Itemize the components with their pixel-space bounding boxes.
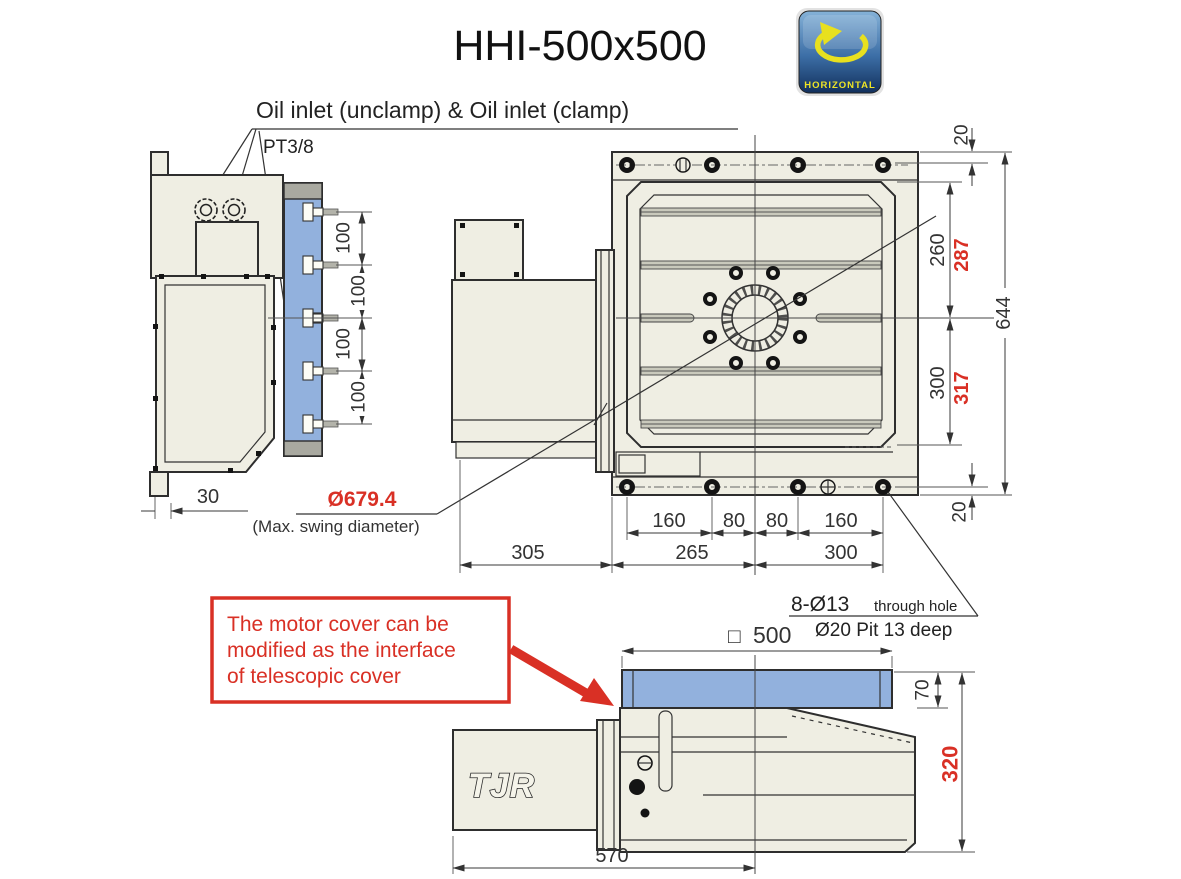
horizontal-badge: HORIZONTAL bbox=[796, 8, 884, 96]
dimension-label: 305 bbox=[511, 542, 544, 564]
dimension-label: 300 bbox=[927, 366, 949, 399]
plan-bottom-dims: 160 80 80 160 305 265 300 bbox=[459, 460, 884, 573]
dimension-label: 80 bbox=[766, 510, 788, 532]
note-box: The motor cover can be modified as the i… bbox=[210, 596, 614, 706]
dimension-label: 500 bbox=[753, 622, 791, 648]
swing-diameter-value: Ø679.4 bbox=[328, 488, 397, 511]
dimension-label: 100 bbox=[334, 328, 355, 360]
note-line: modified as the interface bbox=[227, 639, 456, 662]
slot-pitch-dims: 100 100 100 100 bbox=[334, 211, 372, 425]
dimension-label: 20 bbox=[950, 501, 971, 522]
dimension-label: 100 bbox=[334, 222, 355, 254]
badge-label: HORIZONTAL bbox=[804, 80, 876, 91]
oil-inlet-fittings bbox=[194, 198, 246, 222]
square-symbol: □ bbox=[728, 625, 741, 648]
base-offset-dim: 30 bbox=[141, 486, 248, 519]
plan-view bbox=[436, 135, 1012, 575]
note-line: of telescopic cover bbox=[227, 665, 401, 688]
base-mounting-holes bbox=[616, 157, 908, 495]
front-view: TJR 570 70 320 bbox=[452, 655, 975, 874]
brand-logo: TJR bbox=[468, 767, 535, 805]
dimension-label: 20 bbox=[952, 124, 973, 145]
dimension-label: 265 bbox=[675, 542, 708, 564]
table-plate-side bbox=[268, 182, 345, 457]
oil-inlet-label: Oil inlet (unclamp) & Oil inlet (clamp) bbox=[256, 97, 629, 123]
plan-right-dims: 20 20 260 287 300 317 644 bbox=[895, 124, 1015, 523]
front-width-dim: 570 bbox=[452, 836, 756, 874]
dimension-label: 70 bbox=[913, 679, 934, 700]
oil-inlet-callout: Oil inlet (unclamp) & Oil inlet (clamp) … bbox=[206, 97, 738, 304]
dimension-label: 320 bbox=[938, 746, 963, 783]
dimension-label: 287 bbox=[951, 238, 973, 271]
swing-diameter-callout: Ø679.4 (Max. swing diameter) bbox=[252, 488, 437, 536]
dimension-label: 30 bbox=[197, 486, 219, 508]
mounting-holes-callout: 8-Ø13 through hole Ø20 Pit 13 deep bbox=[789, 491, 979, 641]
dimension-label: 100 bbox=[349, 275, 370, 307]
dimension-label: 644 bbox=[993, 296, 1015, 329]
page-title: HHI-500x500 bbox=[453, 22, 706, 70]
dimension-label: 570 bbox=[595, 845, 628, 867]
note-arrow-icon bbox=[508, 645, 614, 706]
table-width-dim: □ 500 bbox=[621, 622, 893, 668]
swing-diameter-line bbox=[436, 215, 937, 515]
dimension-label: 300 bbox=[824, 542, 857, 564]
note-line: The motor cover can be bbox=[227, 613, 449, 636]
side-bolts bbox=[153, 274, 276, 473]
holes-callout-main: 8-Ø13 bbox=[791, 593, 849, 616]
table-t-slots bbox=[640, 207, 882, 429]
rotation-arrow-icon bbox=[814, 22, 869, 63]
dimension-label: 100 bbox=[349, 381, 370, 413]
dimension-label: 160 bbox=[824, 510, 857, 532]
front-height-dim: 320 bbox=[907, 672, 975, 853]
dimension-label: 260 bbox=[927, 233, 949, 266]
holes-callout-suffix: through hole bbox=[874, 598, 957, 615]
plan-notch bbox=[615, 446, 893, 477]
bolt-circle-holes bbox=[703, 266, 807, 370]
dimension-label: 160 bbox=[652, 510, 685, 532]
swing-diameter-caption: (Max. swing diameter) bbox=[252, 517, 419, 536]
plate-height-dim: 70 bbox=[894, 671, 975, 709]
side-view: 100 100 100 100 30 Ø679.4 (Max. swing di… bbox=[141, 151, 437, 536]
dimension-label: 80 bbox=[723, 510, 745, 532]
dimension-label: 317 bbox=[951, 371, 973, 404]
thread-label: PT3/8 bbox=[263, 137, 314, 158]
holes-callout-sub: Ø20 Pit 13 deep bbox=[815, 620, 952, 641]
